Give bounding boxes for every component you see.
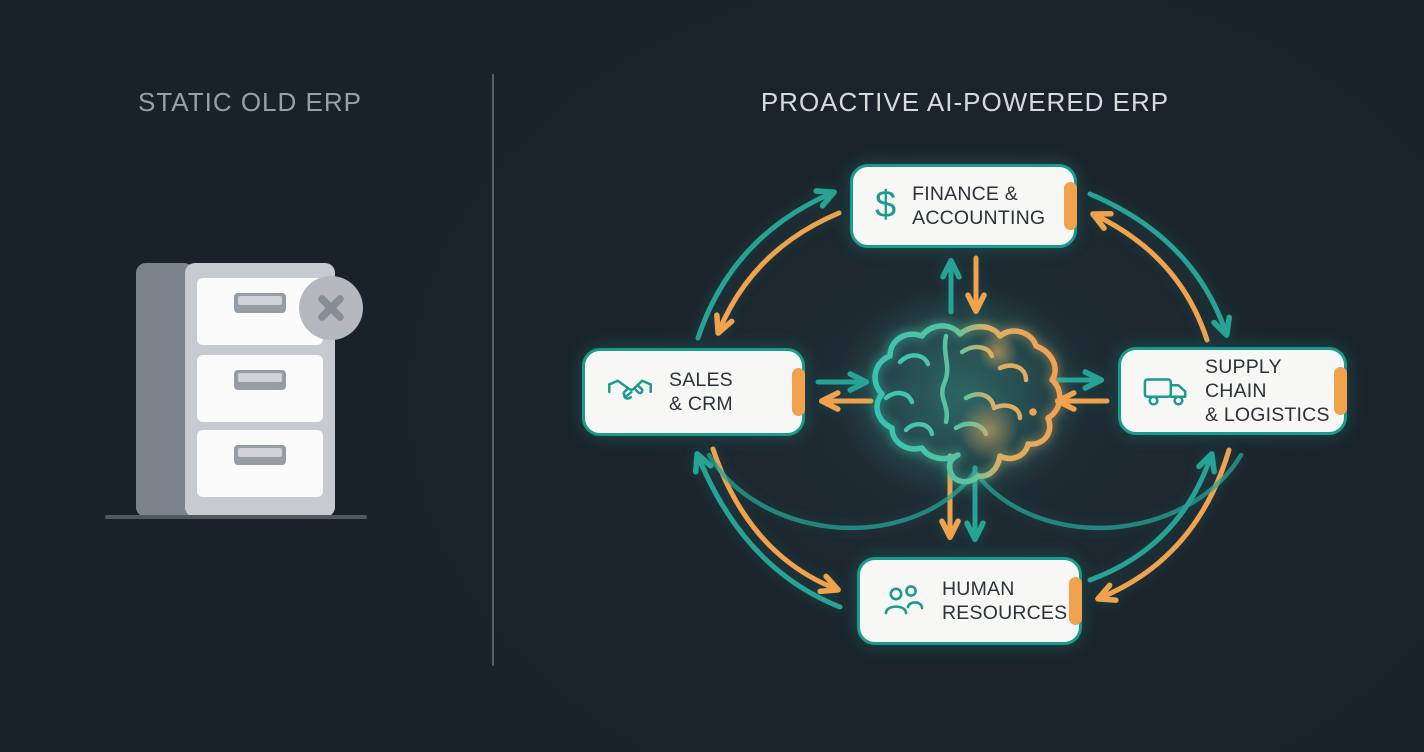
module-finance-line2: ACCOUNTING [912,207,1046,229]
module-sales: SALES & CRM [582,348,805,436]
file-cabinet-illustration [105,260,367,522]
brain-icon [870,321,1065,487]
brain-outline [872,323,1063,485]
drawer-handle [234,370,286,390]
cabinet-drawer [197,355,323,422]
orange-tab [1334,367,1347,415]
dollar-icon: $ [875,184,897,226]
cabinet-body [185,263,335,517]
module-supply-chain: SUPPLY CHAIN & LOGISTICS [1118,347,1347,435]
arrow-finance-to-sales [714,210,842,336]
brain-dot [1029,408,1037,416]
arrow-sales-to-finance [695,188,837,341]
x-mark-icon [299,276,363,340]
arrow-hr-to-sales [692,451,843,610]
brain-fork-curves [706,452,1244,531]
cabinet-drawer [197,430,323,497]
arrow-hr-to-supply [1087,451,1217,583]
handshake-icon [608,379,652,400]
ring-arrows-teal [692,188,1232,610]
brain-glow [834,284,1090,504]
module-sales-label: SALES & CRM [669,368,733,416]
panel-divider [492,74,494,666]
module-hr-label: HUMAN RESOURCES [942,577,1067,625]
module-finance-label: FINANCE & ACCOUNTING [912,182,1045,230]
ground-line [105,515,367,519]
brain-folds [883,333,1029,437]
cabinet-side-panel [136,263,194,517]
right-panel-title: PROACTIVE AI-POWERED ERP [760,87,1170,117]
truck-icon [1143,378,1187,406]
arrow-finance-to-supply [1087,191,1232,338]
arrow-supply-to-finance [1090,210,1210,343]
left-panel-title: STATIC OLD ERP [138,87,362,117]
module-supply-line1: SUPPLY CHAIN [1205,355,1282,402]
module-finance-line1: FINANCE & [912,182,1018,205]
module-hr-line1: HUMAN [942,577,1015,600]
drawer-handle [234,445,286,465]
people-icon [884,585,924,615]
module-supply-line2: & LOGISTICS [1205,404,1330,427]
drawer-handle [234,293,286,313]
fork-left-curve [706,452,978,531]
arrow-supply-to-hr [1095,447,1232,603]
module-finance: $ FINANCE & ACCOUNTING [850,164,1077,248]
orange-tab [1069,577,1082,625]
orange-tab [1064,182,1077,230]
module-hr-line2: RESOURCES [942,602,1068,624]
orange-tab [792,368,805,416]
module-sales-line1: SALES [669,368,733,391]
module-sales-line2: & CRM [669,393,733,415]
module-human-resources: HUMAN RESOURCES [857,557,1082,645]
fork-right-curve [972,452,1244,531]
module-supply-label: SUPPLY CHAIN & LOGISTICS [1205,355,1344,428]
